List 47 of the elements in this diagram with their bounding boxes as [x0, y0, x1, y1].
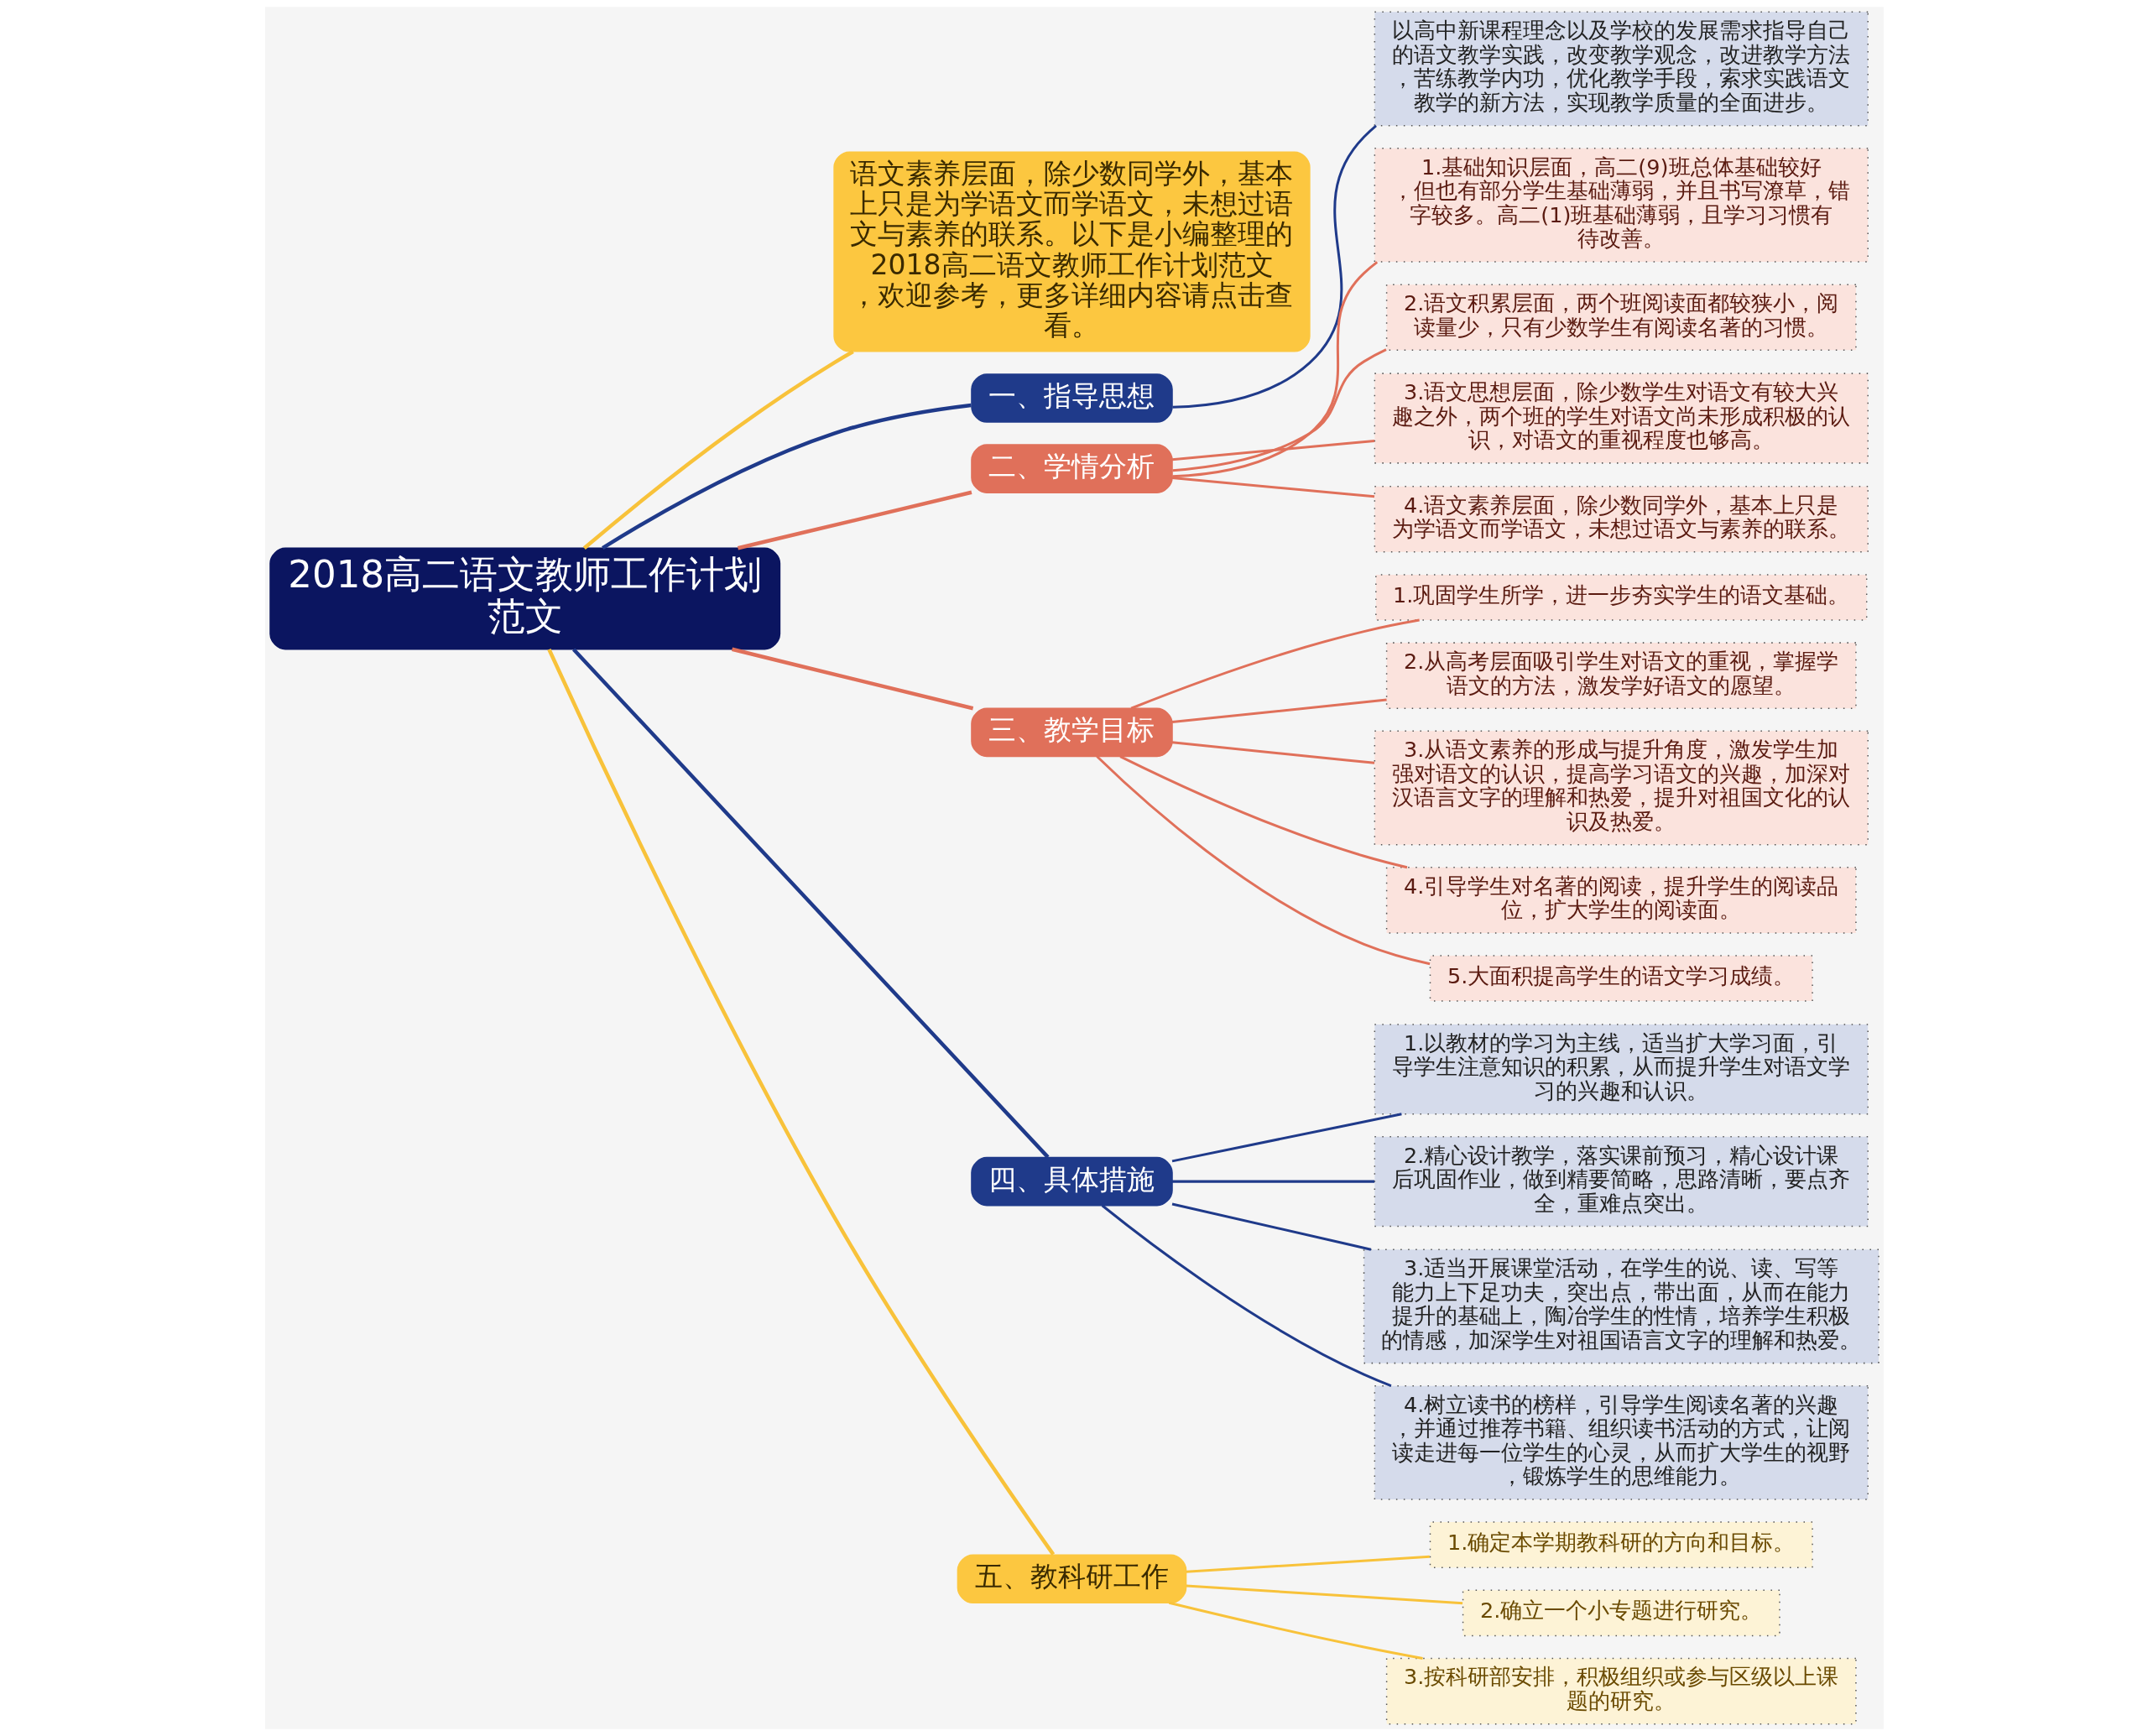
- node-box: 1.以教材的学习为主线，适当扩大学习面，引导学生注意知识的积累，从而提升学生对语文学习的兴趣和认识。: [1374, 1024, 1869, 1115]
- connector: [1186, 1584, 1462, 1605]
- connector: [1118, 755, 1407, 869]
- node-box: 二、学情分析: [970, 444, 1173, 493]
- node-box: 2.从高考层面吸引学生对语文的重视，掌握学语文的方法，激发学好语文的愿望。: [1385, 642, 1857, 710]
- connector: [571, 648, 1050, 1159]
- connector: [1171, 348, 1387, 472]
- node-box: 一、指导思想: [970, 373, 1173, 423]
- node-box: 2.确立一个小专题进行研究。: [1462, 1589, 1780, 1637]
- connector: [1171, 261, 1378, 478]
- connector: [582, 350, 854, 550]
- node-box: 4.树立读书的榜样，引导学生阅读名著的兴趣，并通过推荐书籍、组织读书活动的方式，让阅读走进每一位学生的心灵，从而扩大学生的视野，锻炼学生的思维能力。: [1374, 1384, 1869, 1500]
- connector: [1171, 124, 1377, 409]
- connector: [1171, 741, 1374, 764]
- node-box: 2.语文积累层面，两个班阅读面都较狭小，阅读量少，只有少数学生有阅读名著的习惯。: [1385, 284, 1857, 352]
- node-box: 4.语文素养层面，除少数同学外，基本上只是为学语文而学语文，未想过语文与素养的联系。: [1374, 485, 1869, 553]
- connector: [737, 490, 972, 550]
- node-box: 5.大面积提高学生的语文学习成绩。: [1429, 955, 1813, 1002]
- node-box: 四、具体措施: [970, 1156, 1173, 1207]
- node-box: 五、教科研工作: [957, 1554, 1186, 1604]
- node-box: 语文素养层面，除少数同学外，基本上只是为学语文而学语文，未想过语文与素养的联系。以下是小编整理的2018高二语文教师工作计划范文，欢迎参考，更多详细内容请点击查看。: [832, 151, 1311, 352]
- connector: [1171, 477, 1374, 498]
- node-box: 以高中新课程理念以及学校的发展需求指导自己的语文教学实践，改变教学观念，改进教学方法，苦练教学内功，优化教学手段，索求实践语文教学的新方法，实现教学质量的全面进步。: [1374, 11, 1869, 127]
- connector: [1171, 1113, 1402, 1163]
- node-box: 1.巩固学生所学，进一步夯实学生的语文基础。: [1374, 574, 1867, 621]
- node-box: 3.按科研部安排，积极组织或参与区级以上课题的研究。: [1385, 1657, 1857, 1725]
- connector: [1171, 1202, 1371, 1251]
- connector: [1095, 755, 1430, 966]
- connector: [1171, 1180, 1374, 1183]
- connector: [1168, 1601, 1423, 1660]
- connector: [1130, 618, 1420, 710]
- connector: [601, 403, 972, 550]
- node-box: 三、教学目标: [970, 707, 1173, 758]
- connector: [546, 649, 1055, 1556]
- connector: [731, 647, 973, 711]
- node-box: 1.确定本学期教科研的方向和目标。: [1429, 1521, 1813, 1568]
- connector: [1171, 698, 1387, 724]
- node-box: 4.引导学生对名著的阅读，提升学生的阅读品位，扩大学生的阅读面。: [1385, 867, 1857, 934]
- connector: [1186, 1555, 1430, 1573]
- node-box: 2018高二语文教师工作计划范文: [268, 547, 780, 650]
- connector: [1101, 1204, 1391, 1388]
- node-box: 2.精心设计教学，落实课前预习，精心设计课后巩固作业，做到精要简略，思路清晰，要点齐全，重难点突出。: [1374, 1136, 1869, 1228]
- node-box: 3.语文思想层面，除少数学生对语文有较大兴趣之外，两个班的学生对语文尚未形成积极的认识，对语文的重视程度也够高。: [1374, 373, 1869, 464]
- node-box: 1.基础知识层面，高二(9)班总体基础较好，但也有部分学生基础薄弱，并且书写潦草，错字较多。高二(1)班基础薄弱，且学习习惯有待改善。: [1374, 148, 1869, 263]
- connector: [1171, 440, 1374, 461]
- node-box: 3.适当开展课堂活动，在学生的说、读、写等能力上下足功夫，突出点，带出面，从而在能力提升的基础上，陶冶学生的性情，培养学生积极的情感，加深学生对祖国语言文字的理解和热爱。: [1363, 1249, 1880, 1364]
- node-box: 3.从语文素养的形成与提升角度，激发学生加强对语文的认识，提高学习语文的兴趣，加深对汉语言文字的理解和热爱，提升对祖国文化的认识及热爱。: [1374, 730, 1869, 846]
